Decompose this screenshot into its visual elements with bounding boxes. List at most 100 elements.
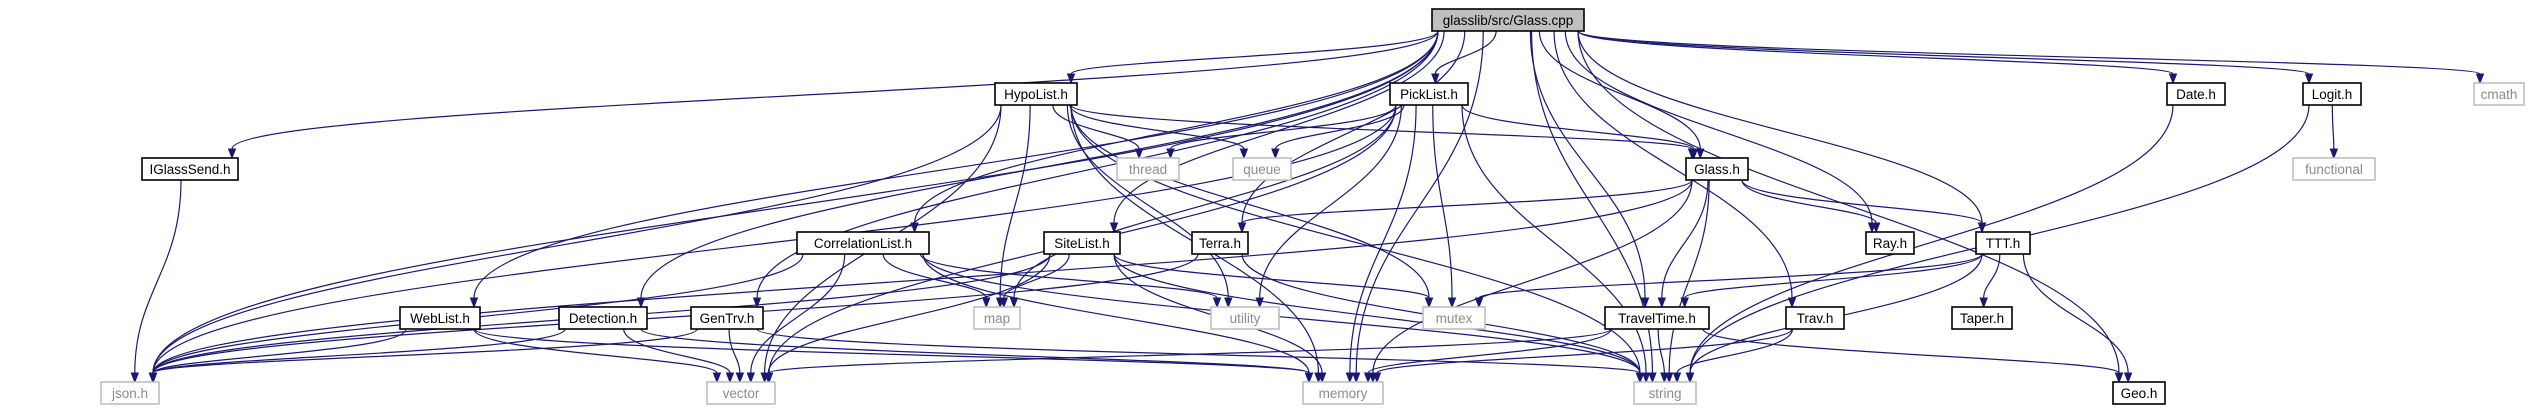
edge-logit-h-to-functional: [2329, 104, 2339, 160]
edge-traveltime-h-to-string: [1657, 328, 1669, 384]
node-box: [1951, 306, 2013, 330]
node-box: [1210, 306, 1280, 330]
edge-hypolist-h-to-utility: [1066, 104, 1233, 309]
edge-traveltime-h-to-geo-h: [1702, 328, 2124, 384]
node-detection-h[interactable]: Detection.h: [558, 306, 648, 330]
edge-date-h-to-string: [1685, 104, 2174, 384]
node-sitelist-h[interactable]: SiteList.h: [1043, 231, 1121, 255]
node-box: [1116, 157, 1180, 181]
node-label: json.h: [111, 386, 148, 401]
node-label: functional: [2305, 162, 2363, 177]
edge-detection-h-to-vector: [623, 328, 735, 384]
edge-sitelist-h-to-map: [999, 253, 1070, 309]
external-node-string: string: [1633, 381, 1697, 405]
node-correlationlist-h[interactable]: CorrelationList.h: [796, 231, 930, 255]
external-node-map: map: [973, 306, 1021, 330]
edge-gentrv-h-to-vector: [728, 328, 745, 384]
edge-glass-cpp-to-weblist-h: [469, 30, 1439, 309]
node-label: glasslib/src/Glass.cpp: [1443, 13, 1574, 28]
edge-detection-h-to-memory: [640, 328, 1314, 384]
node-ray-h[interactable]: Ray.h: [1865, 231, 1915, 255]
node-label: GenTrv.h: [700, 311, 755, 326]
node-box: [1389, 82, 1469, 106]
edge-glass-cpp-to-traveltime-h: [1529, 30, 1650, 309]
node-label: thread: [1129, 162, 1167, 177]
node-label: HypoList.h: [1004, 87, 1068, 102]
node-box: [706, 381, 776, 405]
node-geo-h[interactable]: Geo.h: [2112, 381, 2166, 405]
edge-detection-h-to-json-h: [148, 328, 566, 384]
node-box: [2292, 157, 2376, 181]
node-box: [558, 306, 648, 330]
node-box: [100, 381, 160, 405]
edge-correlationlist-h-to-string: [922, 253, 1645, 384]
node-box: [1232, 157, 1292, 181]
edge-correlationlist-h-to-map: [882, 253, 991, 309]
node-trav-h[interactable]: Trav.h: [1785, 306, 1845, 330]
node-box: [1685, 157, 1749, 181]
node-date-h[interactable]: Date.h: [2166, 82, 2226, 106]
edge-gentrv-h-to-string: [756, 328, 1645, 384]
edge-picklist-h-to-memory: [1345, 104, 1417, 384]
node-label: mutex: [1436, 311, 1473, 326]
edge-correlationlist-h-to-vector: [746, 253, 846, 384]
edge-weblist-h-to-vector: [473, 328, 722, 384]
node-iglasssend-h[interactable]: IGlassSend.h: [141, 157, 239, 181]
node-logit-h[interactable]: Logit.h: [2302, 82, 2362, 106]
node-hypolist-h[interactable]: HypoList.h: [994, 82, 1078, 106]
external-node-cmath: cmath: [2473, 82, 2525, 106]
node-box: [690, 306, 764, 330]
external-node-memory: memory: [1302, 381, 1384, 405]
edge-glass-cpp-to-logit-h: [1577, 30, 2314, 85]
node-label: PickList.h: [1400, 87, 1458, 102]
edge-picklist-h-to-queue: [1271, 104, 1405, 160]
node-weblist-h[interactable]: WebList.h: [399, 306, 481, 330]
edge-hypolist-h-to-thread: [1052, 104, 1144, 160]
node-label: string: [1648, 386, 1681, 401]
node-label: Trav.h: [1797, 311, 1834, 326]
node-box: [1975, 231, 2031, 255]
node-box: [973, 306, 1021, 330]
node-taper-h[interactable]: Taper.h: [1951, 306, 2013, 330]
edge-iglasssend-h-to-json-h: [130, 179, 182, 384]
edge-hypolist-h-to-mutex: [1070, 104, 1434, 309]
edge-glass-h-to-traveltime-h: [1657, 179, 1709, 309]
edge-glass-cpp-to-picklist-h: [1431, 30, 1497, 85]
edge-trav-h-to-memory: [1372, 328, 1793, 384]
edge-glass-h-to-terra-h: [1237, 179, 1693, 234]
node-traveltime-h[interactable]: TravelTime.h: [1604, 306, 1710, 330]
node-ttt-h[interactable]: TTT.h: [1975, 231, 2031, 255]
node-label: Logit.h: [2312, 87, 2353, 102]
external-node-functional: functional: [2292, 157, 2376, 181]
node-glass-cpp[interactable]: glasslib/src/Glass.cpp: [1431, 8, 1585, 32]
node-gentrv-h[interactable]: GenTrv.h: [690, 306, 764, 330]
external-node-utility: utility: [1210, 306, 1280, 330]
node-glass-h[interactable]: Glass.h: [1685, 157, 1749, 181]
edge-weblist-h-to-json-h: [148, 328, 407, 384]
edge-weblist-h-to-memory: [473, 328, 1314, 384]
node-label: Glass.h: [1694, 162, 1740, 177]
node-box: [1633, 381, 1697, 405]
edge-picklist-h-to-mutex: [1432, 104, 1457, 309]
edge-hypolist-h-to-map: [995, 104, 1031, 309]
node-box: [1865, 231, 1915, 255]
node-box: [1191, 231, 1249, 255]
edge-ttt-h-to-taper-h: [1979, 253, 2001, 309]
node-box: [2166, 82, 2226, 106]
edge-trav-h-to-string: [1672, 328, 1794, 384]
node-label: cmath: [2481, 87, 2518, 102]
node-picklist-h[interactable]: PickList.h: [1389, 82, 1469, 106]
external-node-thread: thread: [1116, 157, 1180, 181]
node-label: Ray.h: [1873, 236, 1907, 251]
node-label: Geo.h: [2121, 386, 2158, 401]
node-box: [1302, 381, 1384, 405]
node-box: [2302, 82, 2362, 106]
node-terra-h[interactable]: Terra.h: [1191, 231, 1249, 255]
node-box: [1604, 306, 1710, 330]
edge-correlationlist-h-to-utility: [919, 253, 1222, 309]
external-node-queue: queue: [1232, 157, 1292, 181]
edge-traveltime-h-to-vector: [764, 328, 1612, 384]
edge-glass-h-to-ttt-h: [1741, 179, 1987, 234]
node-label: CorrelationList.h: [814, 236, 912, 251]
